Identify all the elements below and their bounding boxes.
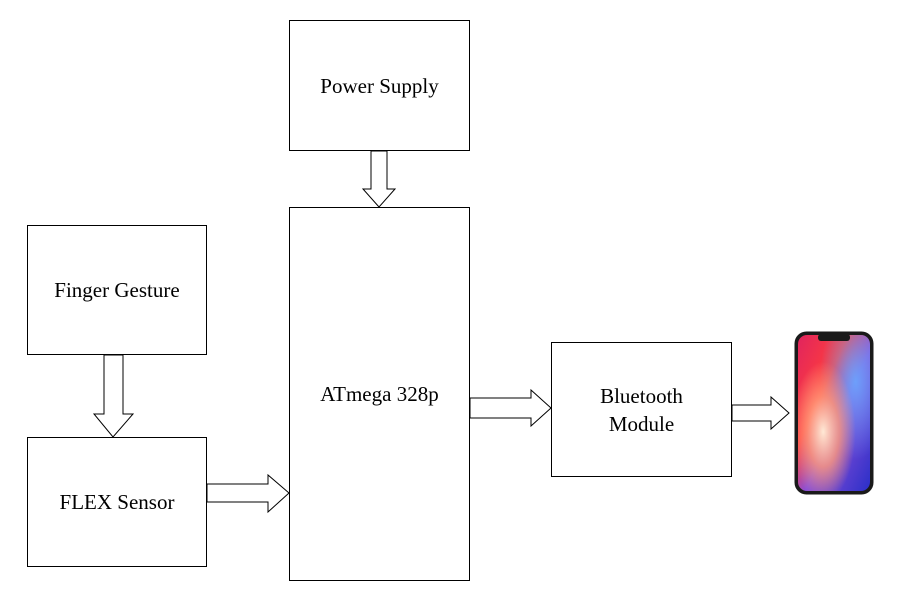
- microcontroller-block: ATmega 328p: [289, 207, 470, 581]
- power-supply-block: Power Supply: [289, 20, 470, 151]
- smartphone-icon: [794, 331, 874, 495]
- finger-gesture-block: Finger Gesture: [27, 225, 207, 355]
- power-supply-label: Power Supply: [320, 73, 439, 98]
- finger-gesture-label: Finger Gesture: [54, 278, 180, 302]
- flex-sensor-label: FLEX Sensor: [59, 490, 175, 514]
- arrow-bluetooth-to-phone: [731, 395, 790, 431]
- arrow-flex-to-mcu: [206, 473, 290, 514]
- arrow-finger-to-flex: [92, 354, 135, 438]
- arrow-power-to-mcu: [361, 150, 397, 208]
- arrow-mcu-to-bluetooth: [469, 388, 552, 428]
- bluetooth-module-block: Bluetooth Module: [551, 342, 732, 477]
- microcontroller-label: ATmega 328p: [320, 382, 439, 406]
- flex-sensor-block: FLEX Sensor: [27, 437, 207, 567]
- bluetooth-module-label: Bluetooth Module: [600, 383, 683, 436]
